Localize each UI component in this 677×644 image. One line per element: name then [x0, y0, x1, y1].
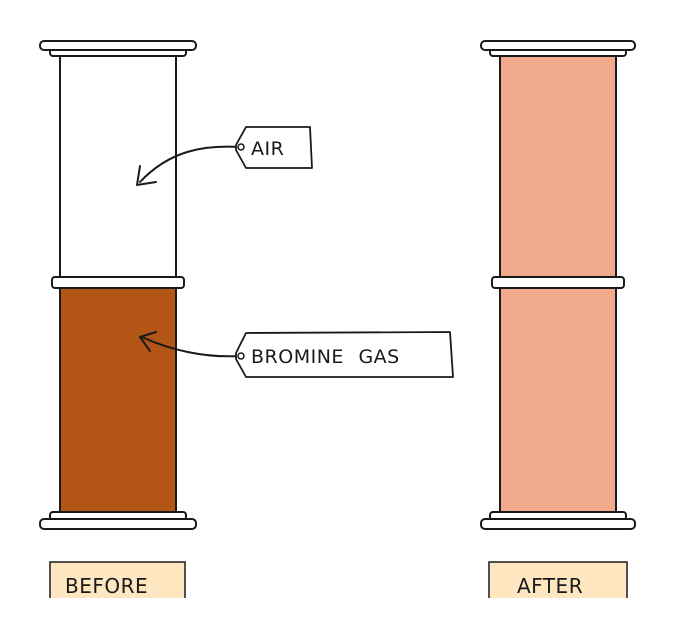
after-caption: AFTER — [488, 561, 628, 598]
bromine-label-tag: BROMINE GAS — [139, 331, 454, 378]
air-label-tag: AIR — [136, 126, 313, 186]
before-caption-box — [49, 561, 186, 598]
air-label: AIR — [251, 138, 284, 160]
air-arrow — [139, 145, 240, 183]
bromine-label: BROMINE GAS — [251, 346, 400, 368]
before-caption: BEFORE — [49, 561, 186, 598]
air-arrowhead-icon — [136, 165, 157, 186]
before-apparatus — [39, 40, 197, 530]
before-separator — [51, 276, 185, 289]
bromine-arrow — [141, 336, 240, 358]
air-tag-shape — [235, 126, 313, 169]
after-bottom-plate — [480, 518, 636, 530]
bromine-tag-shape — [235, 331, 454, 378]
after-apparatus — [480, 40, 636, 530]
before-bottom-plate — [39, 518, 197, 530]
after-caption-box — [488, 561, 628, 598]
bromine-tag-hole — [237, 352, 245, 360]
before-top-plate — [39, 40, 197, 51]
after-caption-label: AFTER — [517, 574, 583, 598]
before-caption-label: BEFORE — [65, 574, 148, 598]
before-lower-jar — [59, 287, 177, 514]
after-separator — [491, 276, 625, 289]
after-lower-jar — [499, 287, 617, 514]
air-tag-hole — [237, 143, 245, 151]
bromine-arrowhead-icon — [139, 331, 157, 352]
after-upper-jar — [499, 55, 617, 279]
after-top-plate — [480, 40, 636, 51]
